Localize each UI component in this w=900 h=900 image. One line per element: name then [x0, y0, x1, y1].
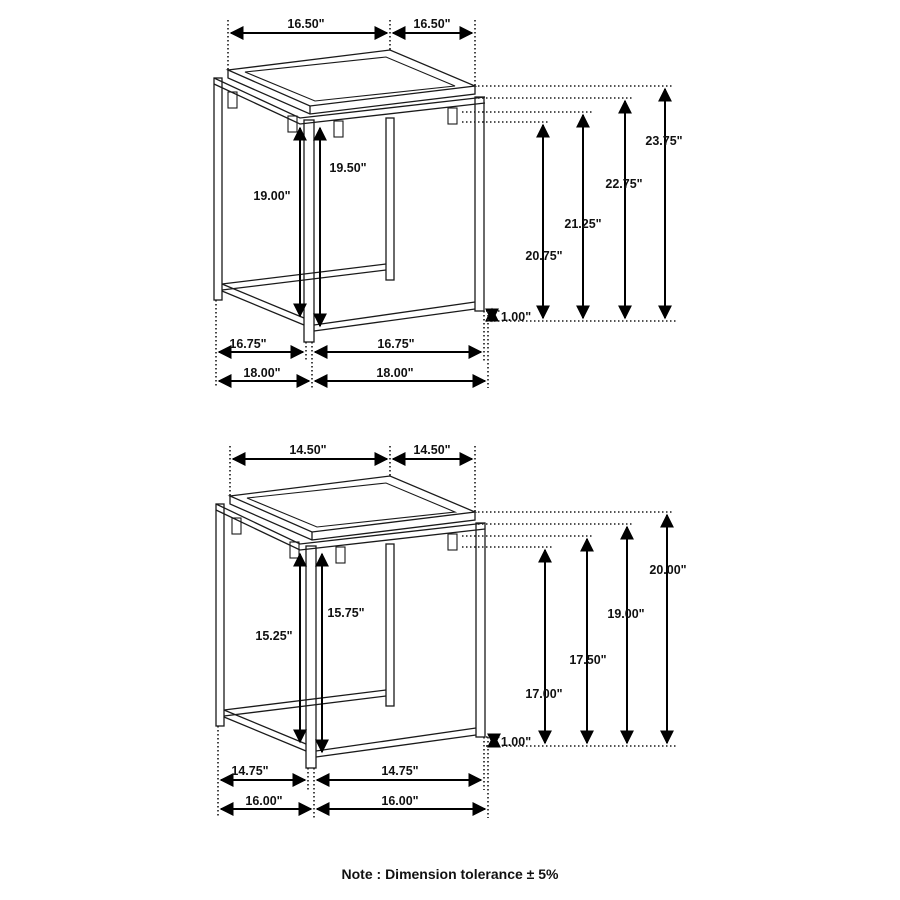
small-inner-height-left: 15.25"	[255, 629, 292, 643]
leg-left	[213, 77, 223, 301]
large-inner-height-right: 19.50"	[329, 161, 366, 175]
leg-left	[215, 503, 225, 727]
small-inner-width: 14.75"	[381, 764, 418, 778]
large-inner-height-left: 19.00"	[253, 189, 290, 203]
large-frame-height: 21.25"	[564, 217, 601, 231]
leg-back	[385, 117, 395, 281]
small-inner-height-right: 15.75"	[327, 606, 364, 620]
large-inner-width: 16.75"	[377, 337, 414, 351]
large-outer-depth: 18.00"	[243, 366, 280, 380]
large-outer-width: 18.00"	[376, 366, 413, 380]
bottom-frame	[223, 709, 307, 745]
frame-top	[213, 77, 486, 119]
large-leg-height: 1.00"	[501, 310, 531, 324]
large-total-height: 23.75"	[645, 134, 682, 148]
small-shelf-height: 17.00"	[525, 687, 562, 701]
small-tray-height: 19.00"	[607, 607, 644, 621]
tray-inner	[244, 56, 456, 102]
small-outer-depth: 16.00"	[245, 794, 282, 808]
leg-front	[303, 119, 315, 343]
large-tray-height: 22.75"	[605, 177, 642, 191]
large-inner-depth: 16.75"	[229, 337, 266, 351]
large-top-right-width: 16.50"	[413, 17, 450, 31]
frame-top	[215, 503, 486, 545]
small-inner-depth: 14.75"	[231, 764, 268, 778]
small-outer-width: 16.00"	[381, 794, 418, 808]
leg-right	[475, 522, 486, 738]
large-table-drawing: 16.50" 16.50" 19.00" 19.50" 23.75" 22.75…	[213, 17, 683, 388]
tolerance-note: Note : Dimension tolerance ± 5%	[341, 866, 559, 882]
small-total-height: 20.00"	[649, 563, 686, 577]
bottom-frame	[221, 283, 305, 319]
leg-back	[385, 543, 395, 707]
small-top-right-width: 14.50"	[413, 443, 450, 457]
large-top-left-width: 16.50"	[287, 17, 324, 31]
leg-right	[474, 96, 485, 312]
small-top-left-width: 14.50"	[289, 443, 326, 457]
small-frame-height: 17.50"	[569, 653, 606, 667]
tray-front	[229, 496, 476, 541]
leg-front	[305, 545, 317, 769]
large-shelf-height: 20.75"	[525, 249, 562, 263]
small-table-drawing: 14.50" 14.50" 15.25" 15.75" 20.00" 19.00…	[215, 443, 687, 818]
small-leg-height: 1.00"	[501, 735, 531, 749]
